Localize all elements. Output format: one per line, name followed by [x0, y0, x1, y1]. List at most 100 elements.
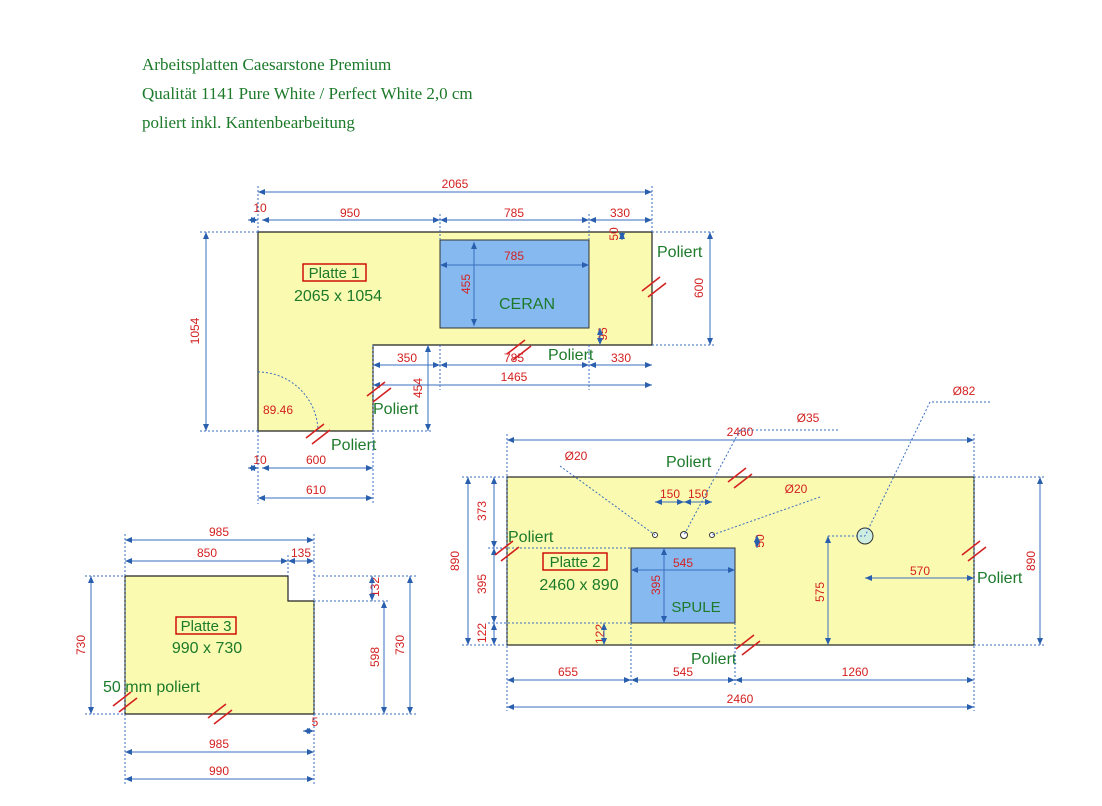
poliert-edge-mark — [311, 429, 331, 445]
dimension-lines — [85, 186, 1046, 784]
leader-line — [711, 496, 821, 536]
poliert-p1-right: Poliert — [657, 244, 703, 261]
platte-2-size: 2460 x 890 — [539, 577, 618, 594]
dim-p1-seg2: 785 — [504, 206, 524, 220]
poliert-edge-mark — [372, 387, 392, 403]
dim-p1-step-seg1: 350 — [397, 351, 417, 365]
poliert-p2-bottom: Poliert — [691, 651, 737, 668]
dim-p2-hole-right: 570 — [910, 564, 930, 578]
poliert-p2-right: Poliert — [977, 570, 1023, 587]
platte-2-label-box — [542, 552, 608, 571]
dim-p3-left-total: 730 — [74, 635, 88, 655]
dim-p2-hole-height: 575 — [813, 582, 827, 602]
dim-p3-top-seg1: 850 — [197, 546, 217, 560]
poliert-p1-bottom: Poliert — [331, 437, 377, 454]
dim-p2-hole-small: Ø20 — [565, 449, 588, 463]
poliert-edge-mark — [961, 540, 981, 556]
platte-1-size: 2065 x 1054 — [294, 288, 382, 305]
dim-p1-step-seg3: 330 — [611, 351, 631, 365]
dim-p1-cutout-depth: 455 — [459, 274, 473, 294]
dim-p1-bottom-total: 610 — [306, 483, 326, 497]
header-line-2: Qualität 1141 Pure White / Perfect White… — [142, 84, 473, 103]
dim-p2-total-width: 2460 — [727, 425, 754, 439]
dim-p3-corner-gap: 5 — [312, 715, 319, 729]
poliert-labels: Poliert Poliert Poliert Poliert Poliert … — [331, 244, 1023, 668]
dim-p1-bottom-gap: 95 — [596, 327, 610, 341]
leader-line — [559, 465, 656, 536]
edge-marks — [112, 276, 987, 725]
corner-angle: 89.46 — [263, 403, 293, 417]
poliert-edge-mark — [112, 691, 132, 707]
dim-p1-left-offset: 10 — [253, 201, 267, 215]
tap-hole-center — [680, 531, 688, 539]
poliert-edge-mark — [967, 546, 987, 562]
poliert-edge-mark — [735, 634, 755, 650]
dim-p2-sink-top-gap: 50 — [753, 534, 767, 548]
leader-line — [864, 401, 931, 537]
platte-3-size: 990 x 730 — [172, 640, 242, 657]
dim-p2-mid-depth: 395 — [475, 574, 489, 594]
platte-2-outline — [506, 476, 975, 646]
dim-p3-top-total: 985 — [209, 525, 229, 539]
dim-p3-right-inner: 598 — [368, 647, 382, 667]
dim-p3-right-total: 730 — [393, 635, 407, 655]
platte-2-label: Platte 2 — [550, 554, 601, 571]
platte-3-edge-note: 50 mm poliert — [103, 679, 200, 696]
dim-p1-step-width: 1465 — [501, 370, 528, 384]
poliert-edge-mark — [512, 345, 532, 361]
dim-p2-hole-spacing-left: 150 — [660, 487, 680, 501]
dim-p1-bottom-width: 600 — [306, 453, 326, 467]
poliert-edge-mark — [741, 640, 761, 656]
poliert-edge-mark — [207, 703, 227, 719]
dim-p1-cutout-width: 785 — [504, 249, 524, 263]
poliert-edge-mark — [733, 473, 753, 489]
poliert-edge-mark — [366, 381, 386, 397]
poliert-edge-mark — [118, 697, 138, 713]
header-line-1: Arbeitsplatten Caesarstone Premium — [142, 55, 392, 74]
dim-p2-bottom-seg1: 655 — [558, 665, 578, 679]
poliert-edge-mark — [647, 282, 667, 298]
dim-p2-top-depth: 373 — [475, 501, 489, 521]
dim-p1-bottom-offset: 10 — [253, 453, 267, 467]
platte-1-label-box — [302, 263, 367, 282]
dim-p1-total-width: 2065 — [442, 177, 469, 191]
dim-p1-top-gap: 50 — [607, 227, 621, 241]
dim-p2-depth-left: 890 — [448, 551, 462, 571]
dim-p2-bottom-depth: 122 — [475, 623, 489, 643]
tap-hole-right — [709, 532, 715, 538]
poliert-p2-top: Poliert — [666, 454, 712, 471]
corner-radius-arc — [257, 371, 319, 432]
poliert-p1-inner: Poliert — [373, 401, 419, 418]
dim-p2-bottom-seg3: 1260 — [842, 665, 869, 679]
spule-label: SPULE — [671, 599, 720, 616]
platte-2: Platte 2 2460 x 890 SPULE — [506, 476, 975, 646]
poliert-edge-mark — [641, 276, 661, 292]
ceran-cutout — [439, 239, 590, 329]
poliert-edge-mark — [500, 546, 520, 562]
poliert-edge-mark — [506, 339, 526, 355]
dim-p2-sink-bottom-gap: 122 — [593, 624, 607, 644]
ceran-label: CERAN — [499, 296, 555, 313]
dim-p2-depth-right: 890 — [1024, 551, 1038, 571]
dim-p1-seg3: 330 — [610, 206, 630, 220]
dim-p2-sink-depth: 395 — [649, 575, 663, 595]
dim-p2-hole-spacing-right: 150 — [688, 487, 708, 501]
dim-p1-left-height: 1054 — [188, 317, 202, 344]
dim-p2-hole-small2: Ø20 — [785, 482, 808, 496]
dim-p3-top-seg2: 135 — [291, 546, 311, 560]
poliert-edge-mark — [494, 540, 514, 556]
dim-p2-hole-tap: Ø35 — [797, 411, 820, 425]
dim-p1-step-depth: 454 — [411, 378, 425, 398]
dim-p1-right-height: 600 — [692, 278, 706, 298]
dim-p2-hole-large: Ø82 — [953, 384, 976, 398]
poliert-edge-mark — [213, 709, 233, 725]
poliert-edge-mark — [305, 423, 325, 439]
dim-p2-sink-width: 545 — [673, 556, 693, 570]
dim-p3-notch-depth: 132 — [368, 577, 382, 597]
dim-p1-seg1: 950 — [340, 206, 360, 220]
platte-1-label: Platte 1 — [309, 265, 360, 282]
dimension-labels: 2065 10 950 785 330 785 455 50 95 600 10… — [74, 177, 1038, 778]
platte-1: Platte 1 2065 x 1054 CERAN 89.46 — [257, 231, 653, 432]
dim-p2-bottom-seg2: 545 — [673, 665, 693, 679]
